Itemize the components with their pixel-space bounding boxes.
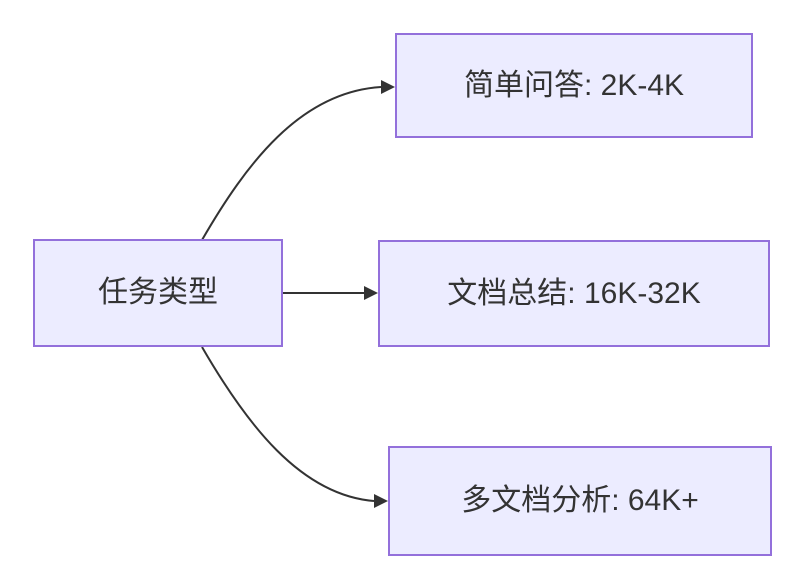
node-doc-summary-label: 文档总结: 16K-32K [447, 276, 701, 310]
node-task-type: 任务类型 [33, 239, 283, 347]
edge-root-to-qa [201, 86, 382, 241]
arrowhead-icon [364, 286, 378, 300]
node-task-type-label: 任务类型 [98, 276, 218, 309]
node-doc-summary: 文档总结: 16K-32K [378, 240, 770, 347]
node-simple-qa-label: 简单问答: 2K-4K [463, 68, 685, 102]
node-multi-doc-analysis-label: 多文档分析: 64K+ [461, 484, 699, 517]
arrowhead-icon [374, 494, 388, 508]
node-multi-doc-analysis: 多文档分析: 64K+ [388, 446, 772, 556]
arrowhead-icon [381, 80, 395, 94]
edge-root-to-multi [201, 346, 375, 502]
node-simple-qa: 简单问答: 2K-4K [395, 33, 753, 138]
